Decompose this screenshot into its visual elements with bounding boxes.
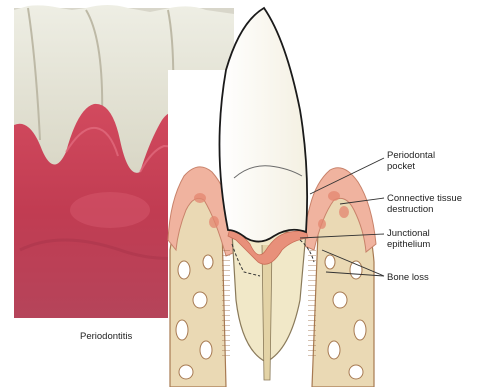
photo-caption: Periodontitis [80, 331, 132, 342]
label-junctional-line1: Junctional [387, 228, 430, 239]
label-connective-tissue: Connective tissue destruction [387, 193, 462, 215]
pulp-canal [262, 245, 272, 380]
label-connective-tissue-line1: Connective tissue [387, 193, 462, 204]
label-connective-tissue-line2: destruction [387, 204, 462, 215]
label-periodontal-pocket-line2: pocket [387, 161, 435, 172]
label-periodontal-pocket: Periodontal pocket [387, 150, 435, 172]
label-junctional-epithelium: Junctional epithelium [387, 228, 430, 250]
label-periodontal-pocket-line1: Periodontal [387, 150, 435, 161]
label-bone-loss: Bone loss [387, 272, 429, 283]
label-junctional-line2: epithelium [387, 239, 430, 250]
